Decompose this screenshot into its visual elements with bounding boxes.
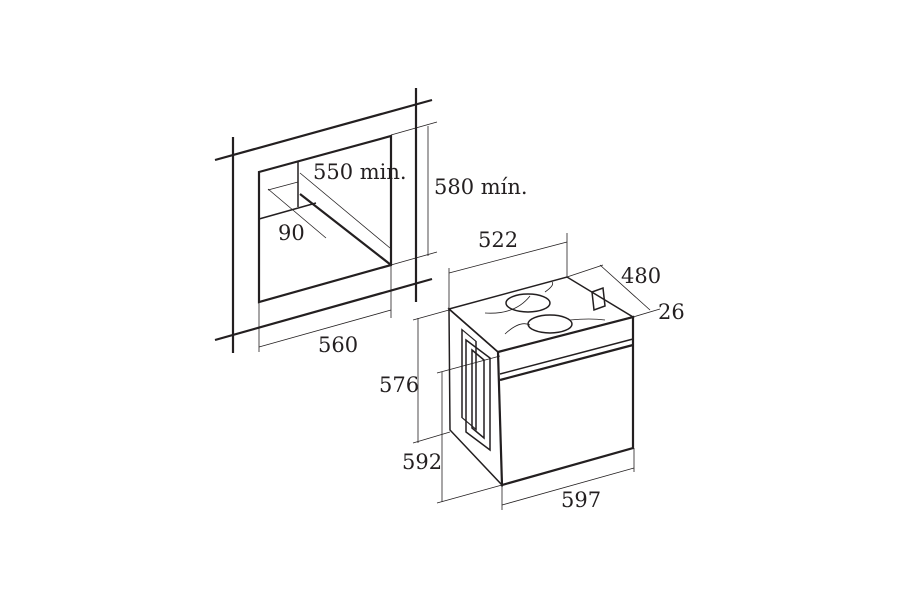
oven-vent-hole-1 (505, 293, 551, 313)
total-height-tick-top (436, 355, 501, 374)
oven-control-strip-edge (499, 338, 634, 375)
top-width-label: 522 (478, 228, 518, 252)
total-height-tick-bottom (436, 484, 503, 504)
vent-tick-line (267, 181, 299, 191)
body-height-tick-bottom (412, 431, 451, 444)
total-height-label: 592 (402, 450, 442, 474)
oven-drawing: 522 480 26 576 592 597 (379, 228, 685, 512)
oven-control-strip (499, 343, 634, 382)
niche-width-label: 560 (318, 333, 358, 357)
height-tick-bottom (390, 251, 438, 266)
body-height-tick-top (412, 309, 450, 321)
oven-side-rail (465, 338, 491, 452)
body-height-label: 576 (379, 373, 419, 397)
vent-dimension-line (267, 188, 327, 239)
oven-front-panel (496, 315, 635, 487)
front-thickness-line (632, 308, 661, 318)
oven-side-bracket (461, 328, 477, 431)
front-width-dimension-line (501, 467, 635, 506)
height-tick-top (390, 121, 438, 136)
wall-top-line (214, 98, 433, 162)
depth-dimension-line (299, 172, 391, 249)
oven-vent-hole-2 (527, 314, 573, 334)
wall-bottom-line (214, 277, 433, 342)
depth-tick-back (566, 264, 604, 278)
depth-dimension-line (599, 264, 651, 311)
depth-label: 480 (621, 264, 661, 288)
front-width-label: 597 (561, 488, 601, 512)
niche-height-label: 580 mín. (434, 175, 528, 199)
niche-vent-label: 90 (278, 221, 305, 245)
oven-top-bracket (591, 286, 606, 312)
niche-drawing: 550 min. 580 mín. 90 560 (214, 88, 528, 357)
top-width-dimension-line (448, 241, 568, 274)
oven-top-cables (484, 281, 606, 335)
niche-depth-label: 550 min. (313, 160, 407, 184)
front-thickness-label: 26 (658, 300, 685, 324)
width-dimension-line (258, 309, 392, 348)
niche-diagonal (299, 193, 392, 266)
niche-shelf-line (258, 202, 317, 220)
